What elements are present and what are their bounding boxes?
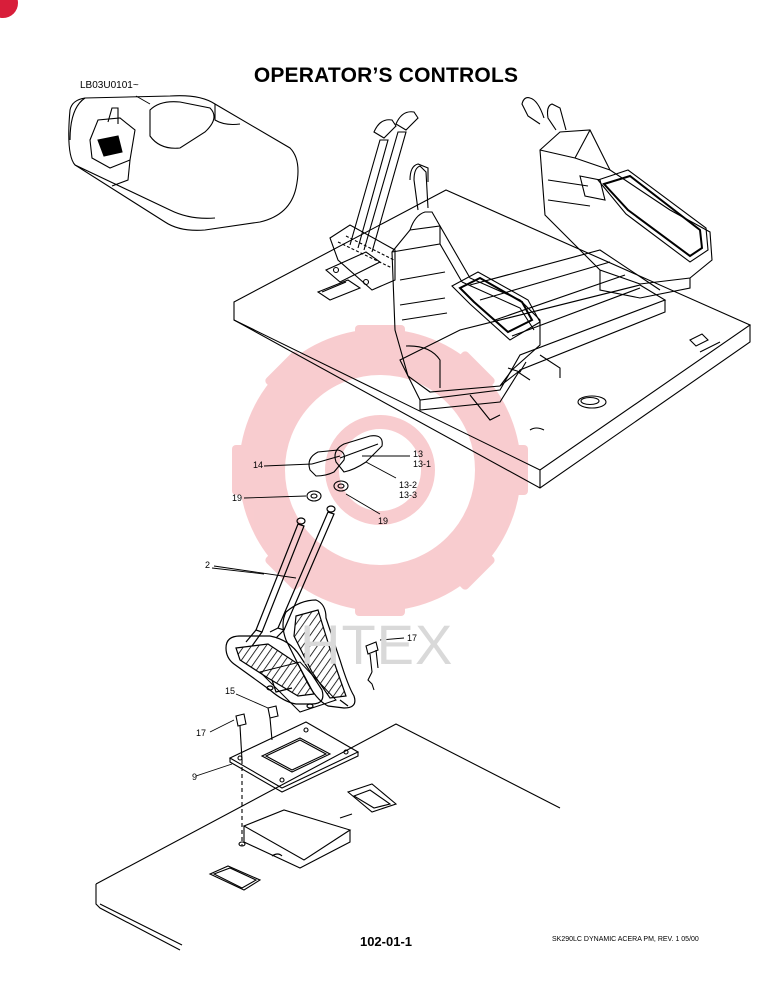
left-console-drawing [391, 163, 541, 393]
callout-17-left: 17 [196, 728, 207, 738]
page-title: OPERATOR’S CONTROLS [253, 64, 519, 87]
callout-17-right: 17 [407, 633, 418, 643]
watermark-text: HTEX [300, 613, 454, 676]
seat-base-drawing [399, 249, 667, 421]
inset-seat-drawing [68, 95, 299, 231]
corner-badge-icon [0, 0, 18, 18]
serial-range-label: LB03U0101~ [80, 80, 139, 91]
callout-13-1: 13-1 [413, 459, 432, 469]
callout-15: 15 [225, 686, 236, 696]
lower-floor-drawing [95, 723, 561, 951]
page-number: 102-01-1 [359, 934, 413, 949]
callout-13: 13 [413, 449, 424, 459]
mounting-plate-drawing [228, 721, 360, 793]
callout-13-3: 13-3 [399, 490, 418, 500]
revision-note: SK290LC DYNAMIC ACERA PM, REV. 1 05/00 [552, 936, 699, 943]
travel-levers-upper-drawing [324, 111, 419, 291]
callout-14: 14 [253, 460, 264, 470]
travel-pedal-assembly-drawing [225, 505, 356, 713]
right-console-drawing [521, 97, 713, 299]
callout-13-2: 13-2 [399, 480, 418, 490]
fasteners-drawing [235, 641, 379, 847]
callout-19-right: 19 [378, 516, 389, 526]
lever-grips-drawing [306, 435, 383, 502]
leader-lines [135, 95, 410, 777]
floor-plate-drawing [233, 189, 752, 489]
callout-9: 9 [192, 772, 198, 782]
watermark-gear-icon [232, 325, 528, 616]
callout-2: 2 [205, 560, 211, 570]
callout-19-left: 19 [232, 493, 243, 503]
